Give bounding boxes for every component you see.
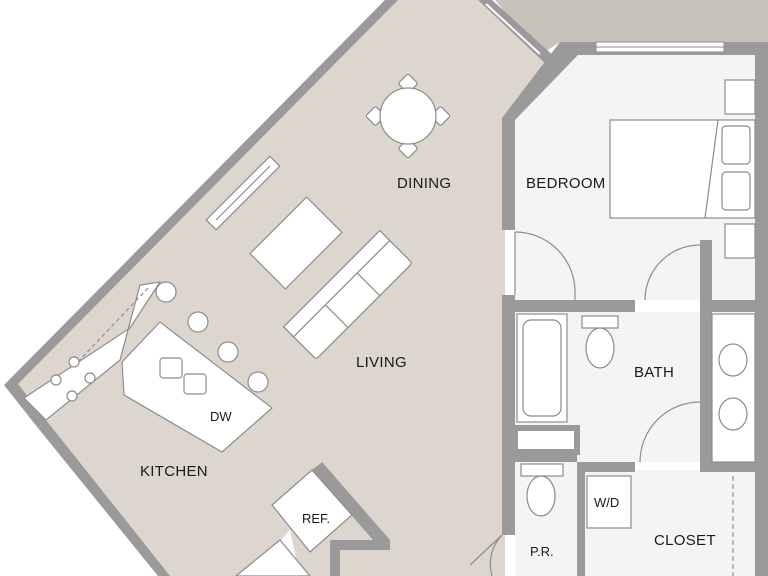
media-console — [205, 155, 281, 231]
coffee-table — [249, 196, 343, 290]
washer-dryer — [586, 475, 632, 529]
refrigerator — [271, 469, 353, 553]
label-dining: DINING — [397, 175, 451, 192]
closet-top-wall-right — [700, 462, 768, 472]
label-kitchen: KITCHEN — [140, 463, 208, 480]
kitchen-sink — [159, 357, 207, 395]
bar-stools — [155, 281, 269, 393]
range — [50, 356, 96, 402]
label-bath: BATH — [634, 364, 674, 381]
interior-wall-living-lower — [502, 295, 515, 535]
bed — [609, 79, 756, 259]
pr-door — [469, 534, 503, 576]
vanity — [711, 313, 756, 463]
ref-wall — [312, 462, 390, 548]
bedroom-top-wall — [502, 42, 768, 128]
balcony — [495, 0, 768, 55]
label-ref: REF. — [302, 511, 330, 526]
bedroom-bottom-wall — [515, 300, 635, 312]
closet-door — [639, 401, 701, 463]
closet-top-wall — [585, 462, 635, 472]
bath-toilet — [581, 315, 619, 369]
label-bedroom: BEDROOM — [526, 175, 606, 192]
label-living: LIVING — [356, 354, 407, 371]
sofa — [282, 229, 412, 359]
pr-right-wall — [577, 462, 585, 576]
dining-table — [365, 73, 451, 159]
interior-wall-living — [502, 120, 515, 230]
vanity-wall — [700, 300, 712, 470]
exterior-wall-lower-left — [38, 420, 170, 576]
bath-linen — [512, 425, 580, 455]
bedroom-right-partition — [700, 240, 712, 300]
bathtub — [516, 313, 568, 423]
lower-closet-wall-2 — [330, 540, 340, 576]
bedroom-bottom-wall-right — [700, 300, 755, 312]
bedroom-door — [514, 231, 576, 300]
label-pr: P.R. — [530, 544, 554, 559]
exterior-wall-right — [755, 42, 768, 576]
lower-closet-wall — [330, 540, 390, 550]
pr-toilet — [520, 463, 564, 517]
label-wd: W/D — [594, 495, 619, 510]
bath-bottom-wall — [515, 452, 577, 462]
kitchen-counter — [23, 281, 162, 421]
lower-cabinet — [235, 539, 311, 576]
bath-door — [644, 244, 701, 301]
label-dw: DW — [210, 409, 232, 424]
label-closet: CLOSET — [654, 532, 716, 549]
